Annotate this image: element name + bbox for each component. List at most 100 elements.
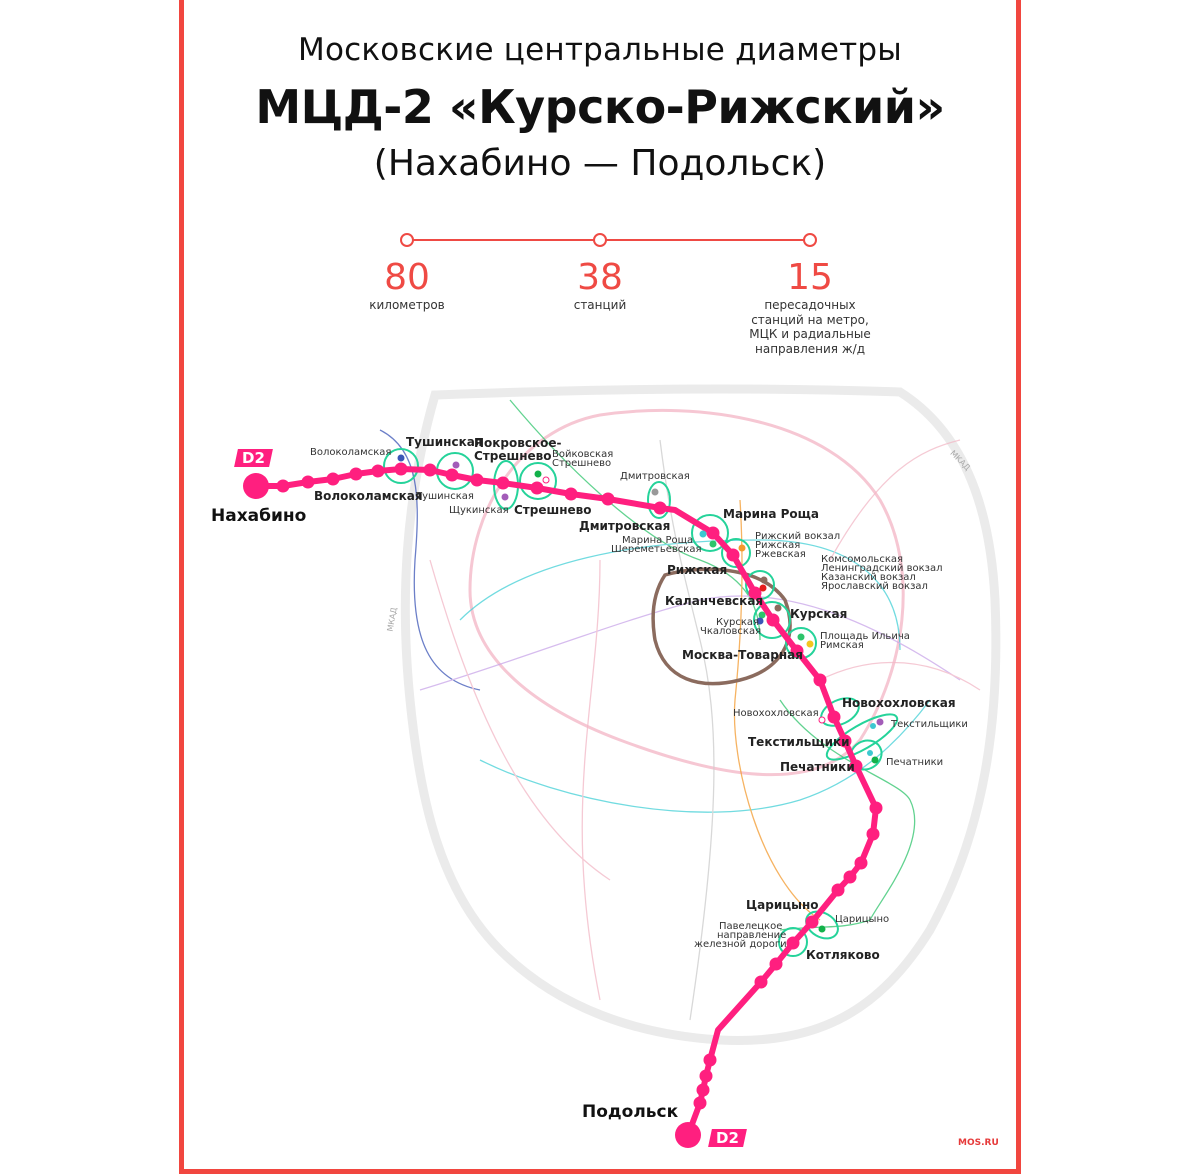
stat-label: станций на метро,	[751, 312, 869, 327]
d2-station-dot	[838, 734, 852, 748]
transfer-ring	[825, 713, 899, 761]
transfer-ring	[691, 514, 729, 552]
d2-station-dot	[564, 487, 578, 501]
transfer-paveletsky-line2: направление	[717, 930, 787, 941]
d2-station-dot	[470, 473, 484, 487]
transfer-tekstilshchiki: Текстильщики	[891, 719, 968, 730]
d2-station-dot	[243, 473, 269, 499]
stat-label: километров	[369, 298, 445, 312]
transfer-dots	[397, 454, 884, 933]
station-moskva-tovarnaya: Москва-Товарная	[682, 648, 803, 662]
transfer-kurskaya: Курская	[716, 617, 760, 628]
station-kalanchevskaya: Каланчевская	[665, 594, 764, 608]
d2-station-dot	[866, 827, 880, 841]
stat-transfers: 15 пересадочных станций на метро, МЦК и …	[710, 258, 910, 356]
transfer-kazansky: Казанский вокзал	[821, 572, 916, 583]
station-rizhskaya: Рижская	[667, 563, 728, 577]
station-novokhokhlovskaya: Новохохловская	[842, 696, 956, 710]
transfer-ilyicha: Площадь Ильича	[820, 631, 910, 642]
d2-station-dot	[854, 856, 868, 870]
d2-station-dot	[349, 467, 363, 481]
d2-station-dot	[693, 1096, 707, 1110]
d2-station-dot	[813, 673, 827, 687]
d2-station-dot	[496, 476, 510, 490]
d2-line	[256, 466, 879, 1137]
stat-label: станций	[573, 298, 627, 312]
d2-badge-start: D2	[234, 449, 273, 467]
d2-station-dot	[748, 586, 762, 600]
transfer-ring	[805, 910, 839, 940]
d2-station-dot	[769, 957, 783, 971]
d2-station-dot	[696, 1083, 710, 1097]
station-volokolamskaya: Волоколамская	[314, 489, 423, 503]
transfer-shchukinskaya: Щукинская	[449, 505, 509, 516]
transfer-sheremetyevskaya: Шереметьевская	[611, 544, 702, 555]
transfer-paveletsky-line3: железной дороги	[694, 939, 787, 950]
poster-subtitle: Московские центральные диаметры	[298, 32, 902, 68]
d2-station-dot	[706, 526, 720, 540]
d2-station-dot	[754, 975, 768, 989]
d2-station-dot	[843, 870, 857, 884]
d2-station-dot	[423, 463, 437, 477]
d2-station-dot	[326, 472, 340, 486]
station-marina-roshcha: Марина Роща	[723, 507, 820, 521]
badge-text: D2	[716, 1129, 739, 1147]
d2-stations	[243, 462, 883, 1148]
station-tsaritsyno: Царицыно	[746, 898, 819, 912]
transfer-marina-roshcha: Марина Роща	[622, 535, 694, 546]
mcc-ring	[468, 408, 905, 777]
d2-station-dot	[653, 501, 667, 515]
station-dmitrovskaya: Дмитровская	[579, 519, 671, 533]
transfer-ring	[383, 448, 419, 484]
transfer-volokolamskaya: Волоколамская	[310, 447, 392, 458]
station-pokrovskoe-line1: Покровское-	[474, 436, 562, 450]
d2-station-dot	[675, 1122, 701, 1148]
transfer-rings	[383, 448, 899, 957]
transfer-leningradsky: Ленинградский вокзал	[821, 563, 943, 574]
terminal-podolsk: Подольск	[582, 1102, 679, 1122]
transfer-ring	[721, 538, 751, 568]
stat-label: пересадочных	[764, 298, 856, 312]
poster-title: МЦД-2 «Курско-Рижский»	[255, 80, 945, 134]
route-endpoints: (Нахабино — Подольск)	[373, 143, 827, 184]
transfer-ring	[647, 481, 671, 519]
transfer-paveletsky-line1: Павелецкое	[719, 921, 783, 932]
transfer-rimskaya: Римская	[820, 640, 864, 651]
stat-stations: 38 станций	[500, 258, 700, 313]
d2-station-dot	[786, 936, 800, 950]
transfer-ring	[753, 601, 791, 639]
station-kurskaya: Курская	[790, 607, 848, 621]
d2-station-dot	[699, 1069, 713, 1083]
badge-text: D2	[242, 449, 265, 467]
transfer-ring	[519, 462, 557, 500]
stat-value: 15	[787, 257, 833, 298]
d2-station-dot	[394, 462, 408, 476]
d2-station-dot	[790, 644, 804, 658]
station-tushinskaya: Тушинская	[406, 435, 483, 449]
mos-ru-logo: MOS.RU	[958, 1138, 999, 1148]
transfer-tushinskaya: Тушинская	[416, 491, 474, 502]
station-kotlyakovo: Котляково	[806, 948, 880, 962]
poster-frame	[179, 0, 1021, 1174]
transfer-chkalovskaya: Чкаловская	[700, 626, 762, 637]
stat-length: 80 километров	[307, 258, 507, 313]
d2-station-dot	[301, 475, 315, 489]
transfer-voykovskaya: Войковская	[552, 449, 614, 460]
d2-station-dot	[530, 481, 544, 495]
d2-station-dot	[849, 759, 863, 773]
d2-station-dot	[371, 464, 385, 478]
station-pechatniki: Печатники	[780, 760, 855, 774]
transfer-ring	[778, 927, 808, 957]
stat-label: МЦК и радиальные	[749, 327, 871, 341]
d2-badge-end: D2	[708, 1129, 747, 1147]
d2-station-dot	[726, 548, 740, 562]
transfer-dmitrovskaya: Дмитровская	[620, 471, 690, 482]
stats-timeline	[400, 233, 817, 247]
mkad-ring	[400, 384, 1001, 1045]
background-lines	[379, 399, 981, 1021]
transfer-pechatniki: Печатники	[886, 757, 944, 768]
d2-station-dot	[703, 1053, 717, 1067]
d2-station-dot	[445, 468, 459, 482]
stat-value: 38	[577, 257, 623, 298]
